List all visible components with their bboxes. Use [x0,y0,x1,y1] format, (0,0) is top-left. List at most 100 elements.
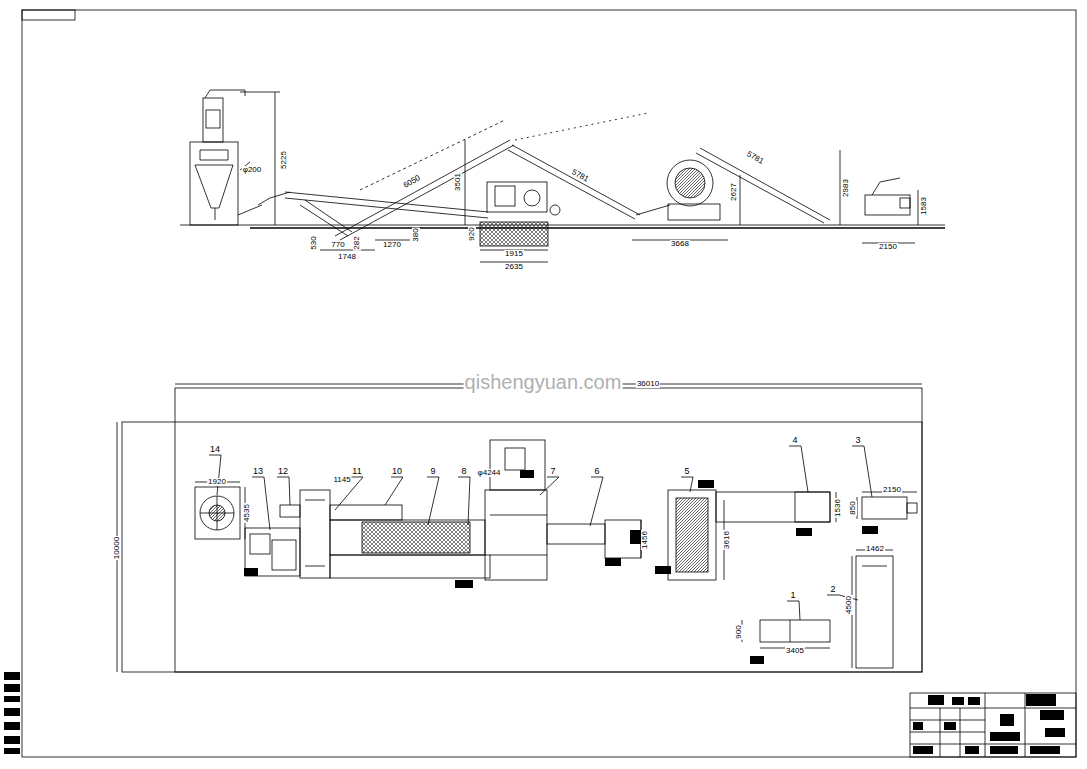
redacted-tags [698,480,714,488]
machine-12 [305,500,325,501]
dimension-text: 1462 [865,545,885,553]
silo [215,208,216,220]
elevation-view [180,90,945,262]
callout-number: 8 [460,467,467,476]
crusher [495,186,515,206]
title-block [910,708,1076,709]
sheet-frame [22,10,1076,757]
silo [205,90,245,98]
crusher [524,190,540,206]
conveyor-9 [330,520,485,555]
dimension-text: 3405 [785,647,805,655]
margin-marks [4,748,20,754]
crusher-8 [490,440,545,490]
leader-lines [789,446,808,492]
dimension-text: 850 [849,500,857,515]
machine-14 [195,487,240,539]
dimension-text: 5781 [744,150,765,167]
conveyors [700,148,830,220]
leader-lines [681,477,693,492]
conveyor-10 [330,505,402,520]
dimension-text: 5781 [569,168,590,184]
redacted-tags [796,528,812,536]
title-block [1030,746,1060,754]
dimension-text: 2635 [504,263,524,271]
silo [203,98,223,142]
crusher [480,222,548,246]
dryer-5 [668,490,716,580]
conveyor-6 [547,524,605,544]
title-block [1025,693,1026,757]
title-block [910,693,1076,757]
dimension-text: 1456 [641,530,649,550]
silo [190,142,238,225]
dimension-text: 3668 [670,240,690,248]
crusher [550,205,560,215]
callout-number: 14 [209,445,221,454]
dimension-text: 1583 [920,196,928,216]
title-block [1026,694,1056,706]
dimension-text: 4535 [243,503,251,523]
leader-lines [458,477,470,525]
title-block [944,722,956,730]
callout-number: 9 [429,467,436,476]
machine-12 [280,490,330,578]
conveyor-4 [716,492,830,522]
watermark: qishengyuan.com [464,372,623,392]
callout-number: 4 [791,436,798,445]
dimension-text: 5225 [280,150,288,170]
conveyor-9 [330,555,490,578]
conveyor-10 [330,505,402,520]
conveyors [305,200,352,232]
dimension-text: 2150 [878,243,898,251]
conveyors [300,205,348,236]
sheet-frame [22,10,75,20]
dryer-5 [668,490,716,580]
silo [238,205,262,215]
conveyor-6 [605,520,641,558]
title-block [928,695,944,705]
leader-lines [209,455,221,495]
title-block [952,697,964,705]
dimension-lines [740,175,741,225]
crusher-8 [490,515,547,516]
packing-machine [872,178,900,195]
redacted-tags [244,470,878,664]
conveyor-2 [862,566,887,567]
silo [195,165,233,208]
machine-3 [862,497,917,519]
crusher-8 [485,490,547,580]
callout-number: 3 [854,436,861,445]
margin-marks [4,736,20,744]
machine-13 [245,528,300,576]
conveyors [258,113,830,240]
dimension-text: 920 [468,226,476,241]
conveyors [512,145,640,215]
dimension-text: 1270 [382,241,402,249]
title-block [990,732,1020,741]
dimension-text: 3501 [454,172,462,192]
elevation-view [180,225,945,226]
conveyors [258,192,290,205]
machine-12 [300,490,330,578]
leader-lines [852,446,872,497]
dimension-text: 900 [735,624,743,639]
crusher-8 [485,440,547,580]
silo [206,110,220,128]
dimension-text: 2627 [730,182,738,202]
dimension-text: 10000 [113,536,121,560]
dimension-text: 2150 [882,486,902,494]
dimension-text: 770 [330,241,345,249]
conveyor-1 [760,620,830,642]
dimension-text: 4500 [845,595,853,615]
callout-number: 11 [351,467,362,476]
title-block [1000,714,1014,726]
callout-number: 6 [593,467,600,476]
title-block [910,732,985,733]
plan-view [122,422,922,672]
machine-13 [245,528,300,576]
dryer-drum [675,168,705,198]
margin-marks [4,708,20,716]
dimension-lines [320,140,918,262]
